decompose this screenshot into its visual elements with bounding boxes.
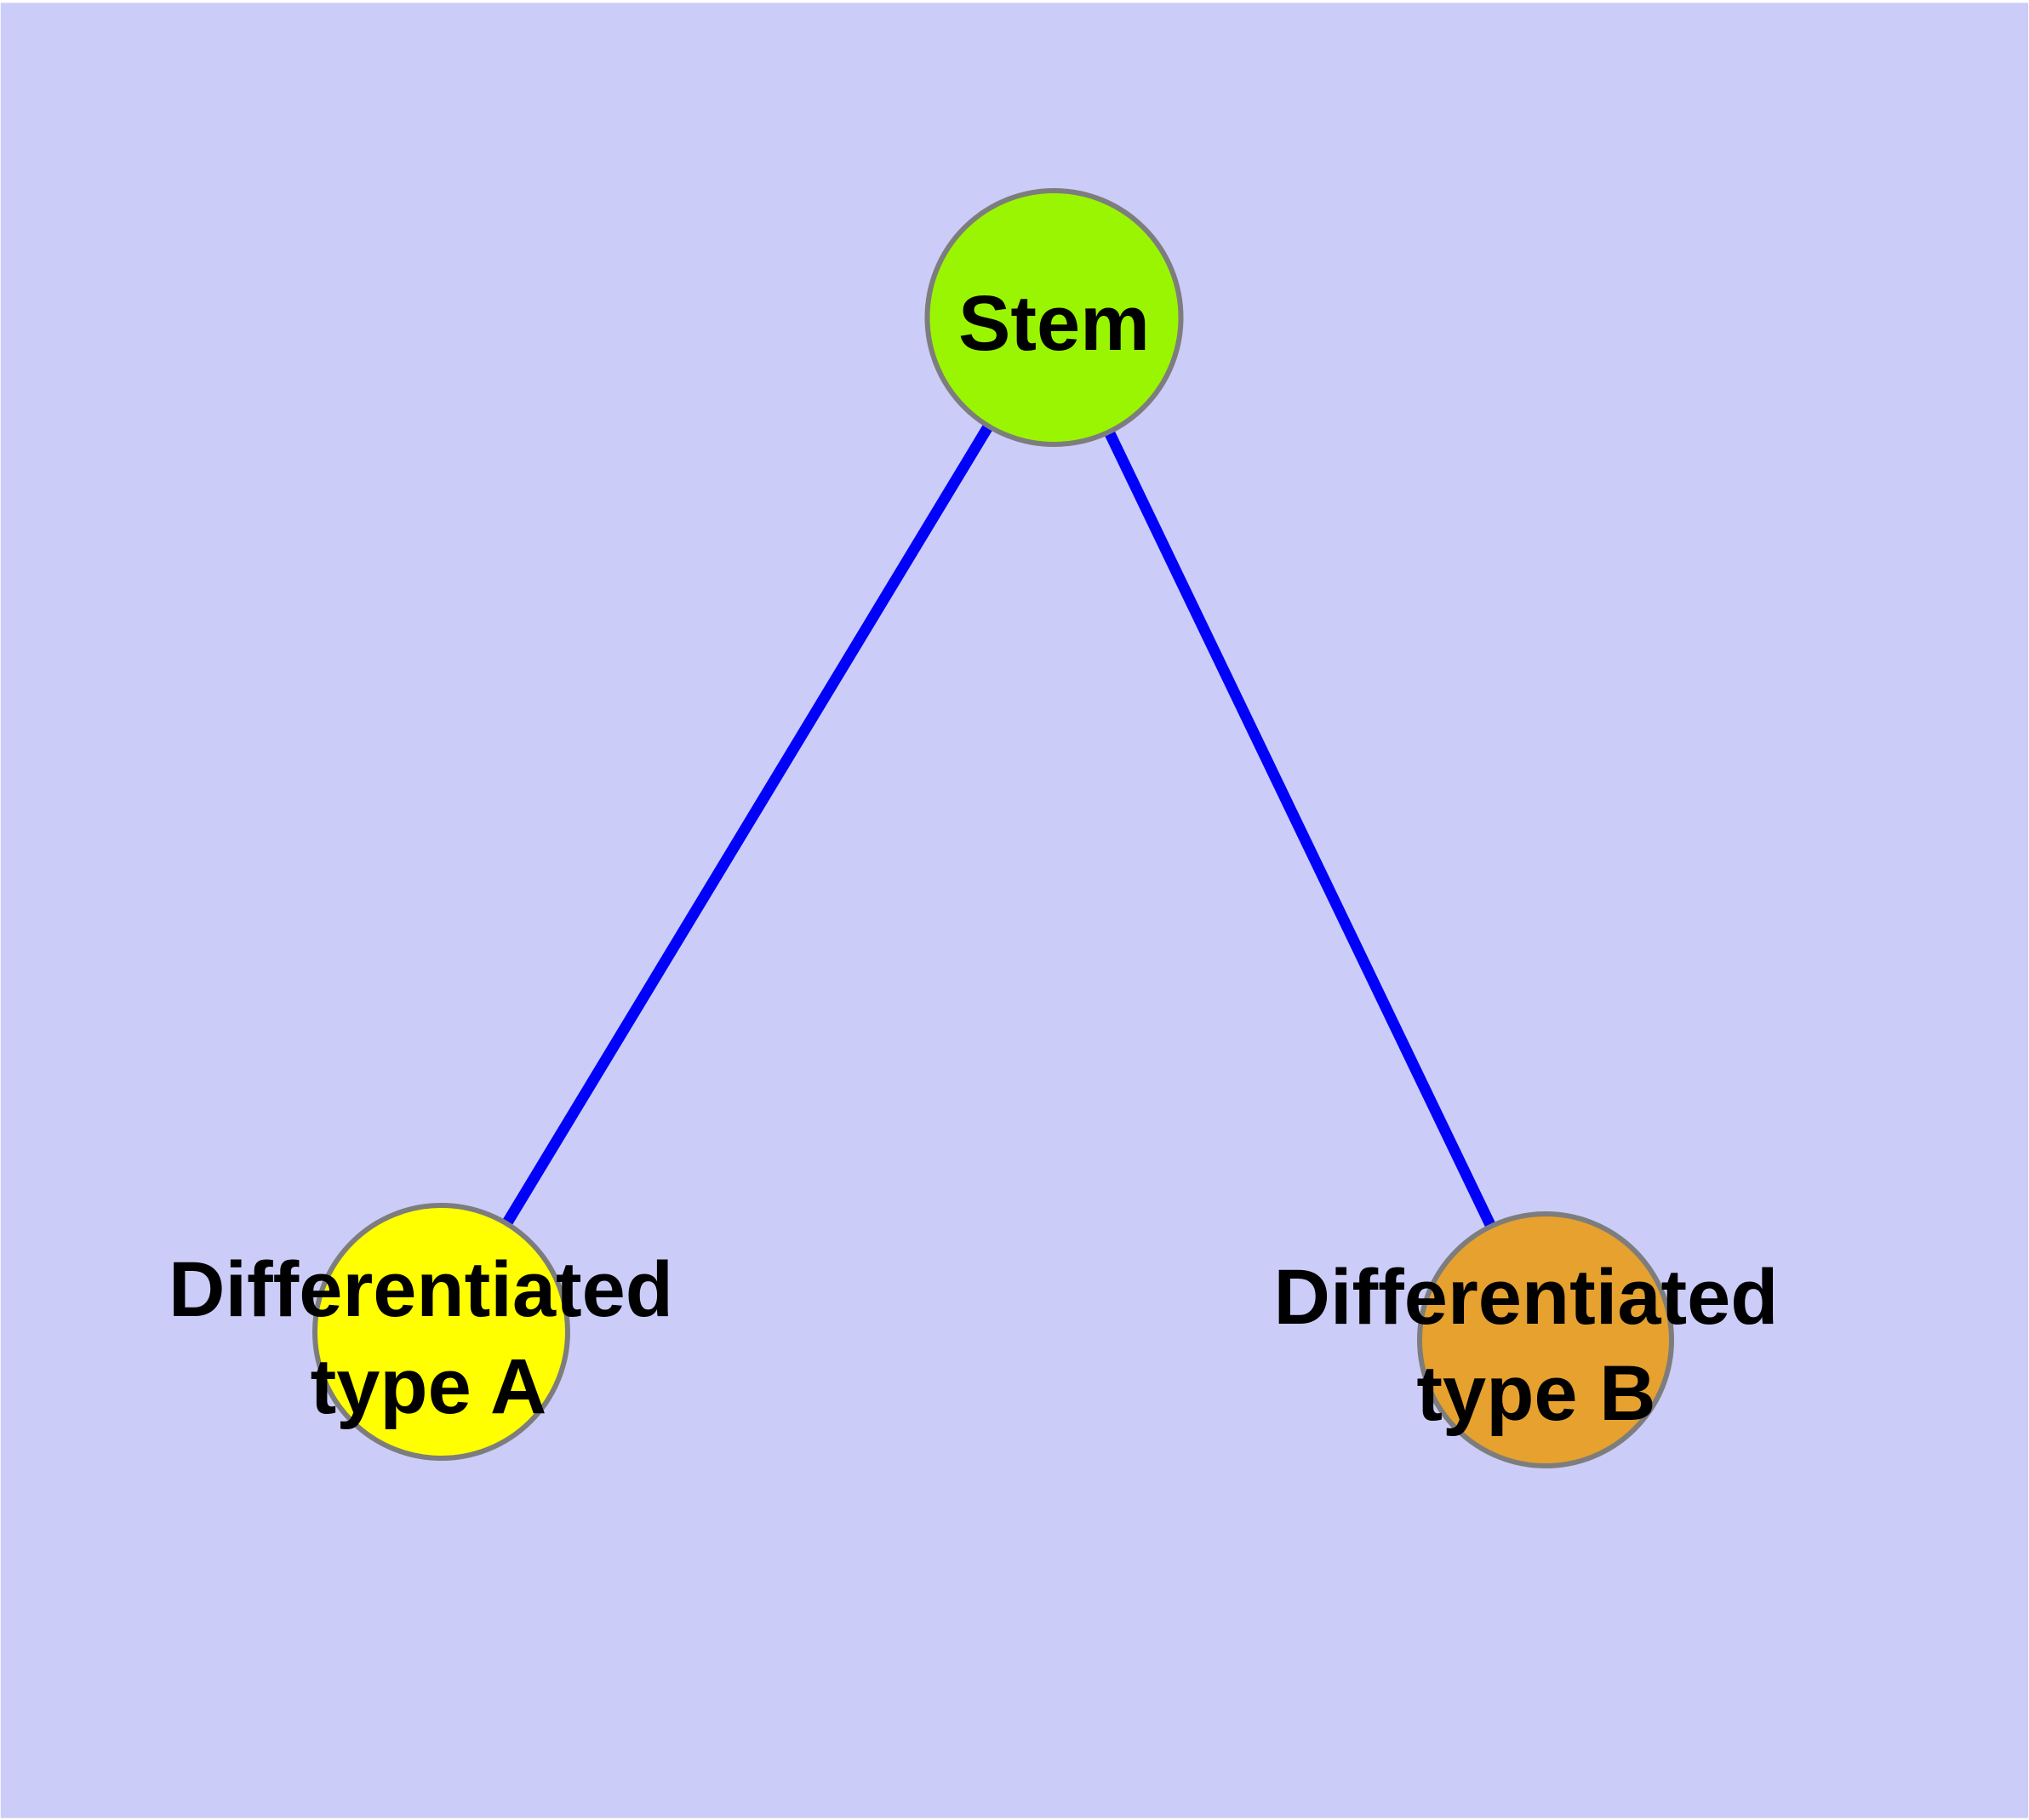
svg-text:Stem: Stem bbox=[958, 280, 1150, 367]
svg-text:type A: type A bbox=[311, 1343, 547, 1430]
svg-text:Differentiated: Differentiated bbox=[169, 1246, 673, 1333]
svg-text:type B: type B bbox=[1416, 1350, 1655, 1437]
svg-text:Differentiated: Differentiated bbox=[1274, 1254, 1779, 1341]
